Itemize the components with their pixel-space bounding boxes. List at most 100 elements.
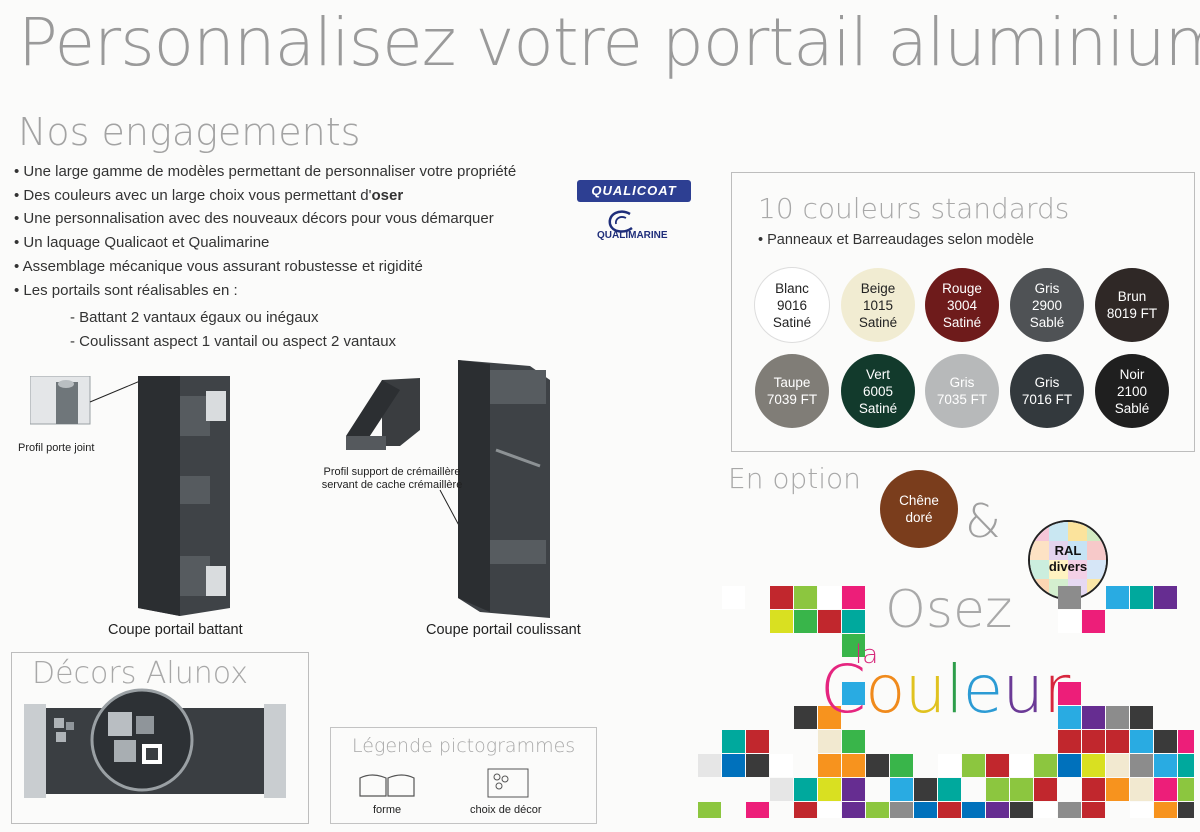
mosaic-tile bbox=[698, 754, 721, 777]
mosaic-tile bbox=[818, 706, 841, 729]
commitments-heading: Nos engagements bbox=[18, 110, 361, 154]
forme-icon bbox=[359, 774, 415, 797]
mosaic-tile bbox=[890, 778, 913, 801]
mosaic-tile bbox=[1178, 730, 1194, 753]
mosaic-tile bbox=[1058, 610, 1081, 633]
standard-colors-heading: 10 couleurs standards bbox=[758, 192, 1070, 225]
decors-alunox-panel bbox=[11, 652, 309, 824]
commitment-item: Une personnalisation avec des nouveaux d… bbox=[14, 207, 516, 231]
mosaic-tile bbox=[1010, 802, 1033, 818]
mosaic-tile bbox=[842, 634, 865, 657]
mosaic-tile bbox=[1034, 778, 1057, 801]
mosaic-tile bbox=[794, 778, 817, 801]
mosaic-tile bbox=[914, 802, 937, 818]
pictogram-legend-heading: Légende pictogrammes bbox=[352, 735, 576, 757]
mosaic-tile bbox=[1082, 610, 1105, 633]
mosaic-tile bbox=[1082, 706, 1105, 729]
mosaic-tile bbox=[794, 610, 817, 633]
coupe-battant-label: Coupe portail battant bbox=[108, 622, 243, 638]
qualicoat-logo: QUALICOAT bbox=[577, 180, 691, 202]
mosaic-tile bbox=[1130, 778, 1153, 801]
commitment-item: Un laquage Qualicaot et Qualimarine bbox=[14, 231, 516, 255]
mosaic-tile bbox=[866, 802, 889, 818]
mosaic-tile bbox=[794, 586, 817, 609]
mosaic-tile bbox=[986, 754, 1009, 777]
color-swatch: Gris 7016 FT bbox=[1010, 354, 1084, 428]
forme-label: forme bbox=[373, 804, 402, 816]
gate-type-item: Battant 2 vantaux égaux ou inégaux bbox=[70, 306, 396, 330]
color-swatch: Taupe 7039 FT bbox=[755, 354, 829, 428]
swatch-chene-dore: Chêne doré bbox=[880, 470, 958, 548]
mosaic-tile bbox=[1178, 802, 1194, 818]
slogan-couleur: Couleur bbox=[820, 651, 1070, 728]
mosaic-tile bbox=[818, 778, 841, 801]
profil-porte-joint-label: Profil porte joint bbox=[18, 442, 95, 454]
mosaic-tile bbox=[1178, 778, 1194, 801]
mosaic-tile bbox=[794, 802, 817, 818]
mosaic-tile bbox=[1130, 802, 1153, 818]
mosaic-tile bbox=[1154, 586, 1177, 609]
emphasis-word: oser bbox=[371, 186, 404, 204]
mosaic-tile bbox=[1154, 730, 1177, 753]
mosaic-tile bbox=[842, 754, 865, 777]
color-swatch: Gris 2900 Sablé bbox=[1010, 268, 1084, 342]
mosaic-tile bbox=[1082, 778, 1105, 801]
mosaic-tile bbox=[1058, 706, 1081, 729]
mosaic-tile bbox=[1058, 754, 1081, 777]
slogan-letter: u bbox=[1002, 651, 1044, 728]
mosaic-tile bbox=[1130, 706, 1153, 729]
mosaic-tile bbox=[914, 778, 937, 801]
mosaic-tile bbox=[1130, 586, 1153, 609]
battant-section-illustration bbox=[30, 376, 230, 616]
mosaic-tile bbox=[842, 586, 865, 609]
mosaic-tile bbox=[770, 610, 793, 633]
slogan-letter: C bbox=[820, 651, 866, 728]
mosaic-tile bbox=[866, 754, 889, 777]
decors-alunox-heading: Décors Alunox bbox=[32, 656, 248, 691]
mosaic-tile bbox=[746, 754, 769, 777]
color-swatch: Blanc 9016 Satiné bbox=[755, 268, 829, 342]
mosaic-tile bbox=[890, 754, 913, 777]
profil-support-label: Profil support de crémaillère servant de… bbox=[321, 466, 463, 491]
mosaic-tile bbox=[770, 778, 793, 801]
mosaic-tile bbox=[1058, 682, 1081, 705]
mosaic-tile bbox=[722, 754, 745, 777]
mosaic-tile bbox=[1178, 754, 1194, 777]
mosaic-tile bbox=[746, 730, 769, 753]
color-swatch: Rouge 3004 Satiné bbox=[925, 268, 999, 342]
mosaic-tile bbox=[1130, 754, 1153, 777]
color-swatch: Vert 6005 Satiné bbox=[841, 354, 915, 428]
mosaic-tile bbox=[698, 802, 721, 818]
mosaic-tile bbox=[770, 754, 793, 777]
mosaic-tile bbox=[1082, 754, 1105, 777]
mosaic-tile bbox=[818, 586, 841, 609]
slogan-letter: l bbox=[945, 651, 963, 728]
mosaic-tile bbox=[794, 706, 817, 729]
mosaic-tile bbox=[842, 802, 865, 818]
mosaic-tile bbox=[818, 730, 841, 753]
slogan-letter: e bbox=[962, 651, 1004, 728]
slogan-la: la bbox=[855, 640, 879, 670]
color-swatch: Gris 7035 FT bbox=[925, 354, 999, 428]
mosaic-tile bbox=[1106, 586, 1129, 609]
mosaic-tile bbox=[1082, 802, 1105, 818]
choix-decor-label: choix de décor bbox=[470, 804, 542, 816]
commitment-item: Des couleurs avec un large choix vous pe… bbox=[14, 184, 516, 208]
color-swatch: Beige 1015 Satiné bbox=[841, 268, 915, 342]
commitment-item: Une large gamme de modèles permettant de… bbox=[14, 160, 516, 184]
gate-types-list: Battant 2 vantaux égaux ou inégaux Couli… bbox=[70, 306, 396, 353]
pictogram-legend-panel bbox=[330, 727, 597, 824]
mosaic-tile bbox=[722, 586, 745, 609]
mosaic-tile bbox=[842, 682, 865, 705]
mosaic-tile bbox=[1010, 778, 1033, 801]
mosaic-tile bbox=[1058, 730, 1081, 753]
mosaic-tile bbox=[1082, 730, 1105, 753]
mosaic-tile bbox=[1154, 802, 1177, 818]
gate-type-item: Coulissant aspect 1 vantail ou aspect 2 … bbox=[70, 330, 396, 354]
slogan-letter: u bbox=[904, 651, 946, 728]
ral-divers-label: RAL divers bbox=[1048, 543, 1088, 574]
mosaic-tile bbox=[938, 754, 961, 777]
color-mosaic-illustration bbox=[698, 586, 1194, 818]
mosaic-tile bbox=[818, 754, 841, 777]
mosaic-tile bbox=[962, 802, 985, 818]
